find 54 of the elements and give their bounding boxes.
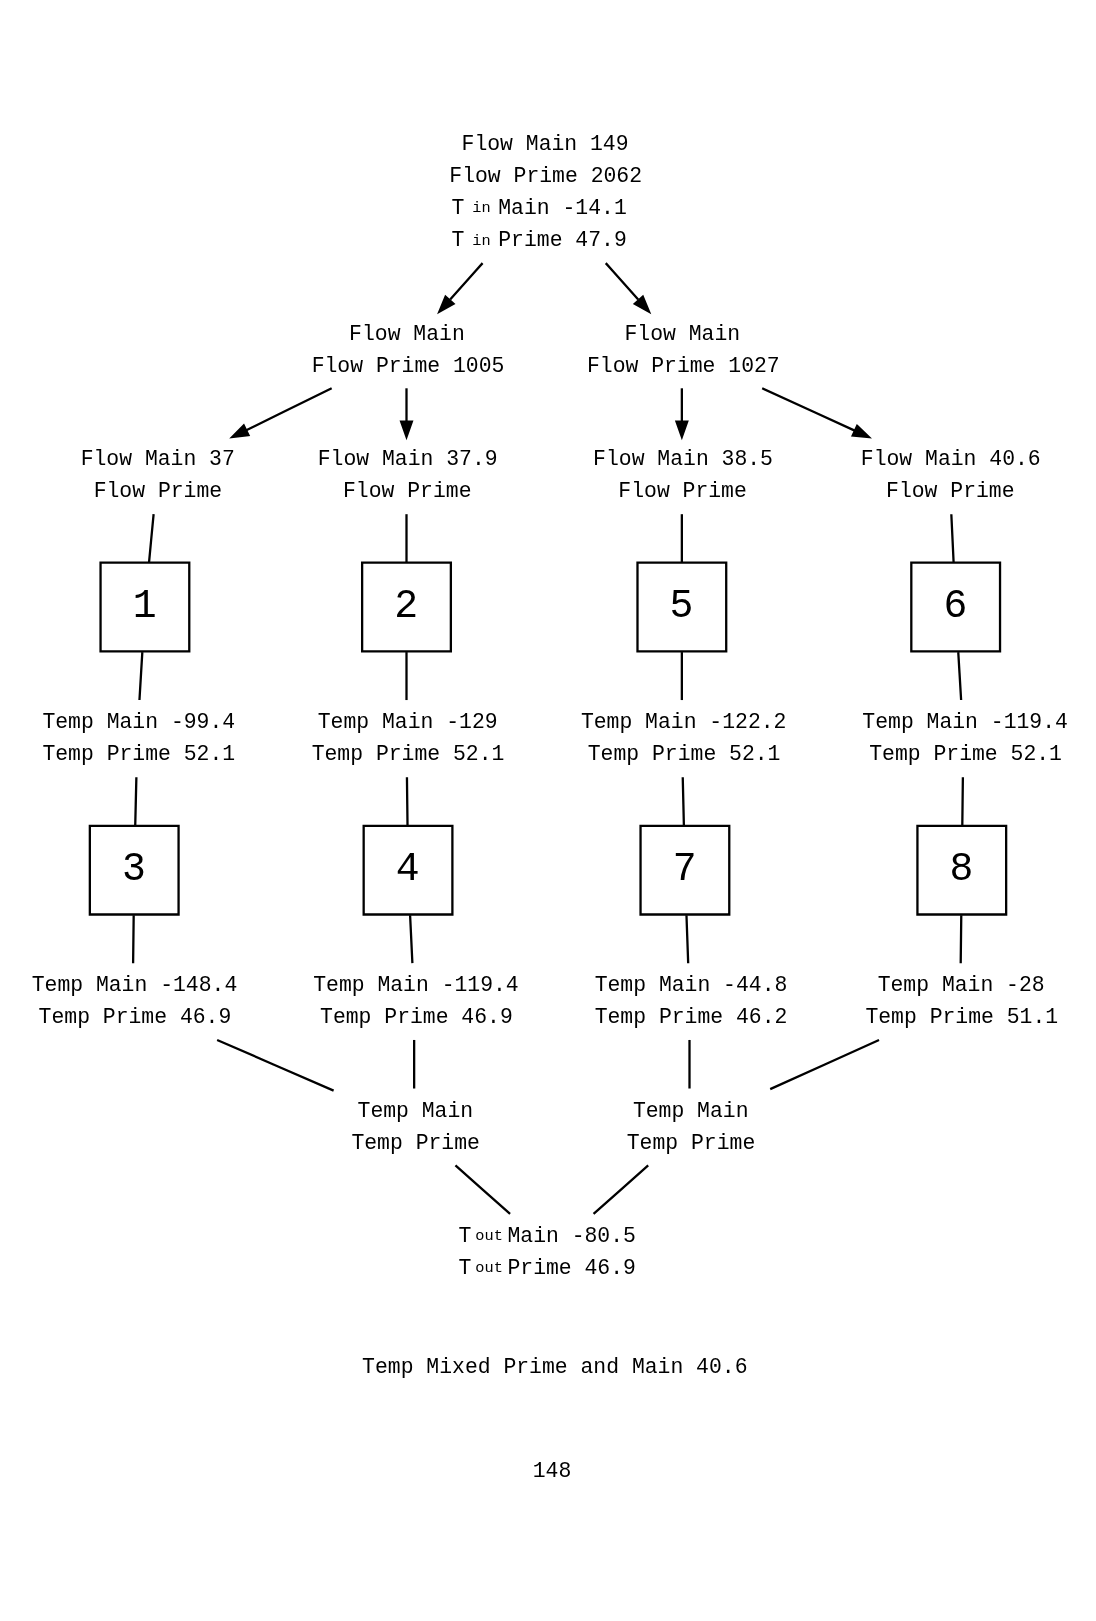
label: 148: [532, 1459, 572, 1484]
connector: [950, 514, 955, 563]
node-text: Temp Main -99.4 Temp Prime 52.1: [42, 710, 236, 767]
arrow: [604, 262, 652, 315]
connector: [961, 777, 965, 826]
connector: [216, 1038, 335, 1092]
node-text: Temp Main -119.4 Temp Prime 46.9: [313, 973, 519, 1030]
node-text: Temp Main -129 Temp Prime 52.1: [311, 710, 505, 767]
connector: [688, 1039, 691, 1089]
node-text: Flow Main Flow Prime 1005: [311, 321, 505, 378]
node-text: Temp Main -122.2 Temp Prime 52.1: [580, 710, 787, 767]
connector: [681, 777, 686, 826]
node-text: Temp Main Temp Prime: [351, 1098, 480, 1155]
connector: [138, 652, 144, 701]
node-text: Temp Main -119.4 Temp Prime 52.1: [862, 710, 1068, 767]
connector: [685, 915, 690, 964]
connector: [680, 514, 683, 563]
node-text: Flow Main 37 Flow Prime: [80, 447, 235, 504]
connector: [405, 777, 409, 826]
node-box: 7: [639, 824, 731, 916]
arrow: [229, 387, 333, 439]
connector: [454, 1164, 511, 1215]
node-text: Flow Main 40.6 Flow Prime: [860, 447, 1041, 504]
arrow: [437, 262, 484, 315]
node-box: 1: [99, 561, 191, 653]
node-box: 8: [916, 824, 1008, 916]
connector: [592, 1164, 649, 1215]
label: Temp Mixed Prime and Main 40.6: [362, 1354, 748, 1379]
connector: [147, 514, 155, 563]
connector: [957, 652, 963, 701]
connector: [413, 1039, 416, 1089]
arrow: [674, 388, 689, 441]
connector: [959, 915, 963, 964]
connector: [405, 652, 408, 701]
node-text: Temp Main -148.4 Temp Prime 46.9: [31, 973, 238, 1030]
node-box: 5: [636, 561, 728, 653]
node-text: Temp Main -28 Temp Prime 51.1: [865, 973, 1059, 1030]
arrow: [399, 388, 414, 441]
connector: [405, 514, 408, 563]
connector: [134, 777, 138, 826]
node-text: Flow Main 37.9 Flow Prime: [317, 447, 498, 504]
node-text: Temp Main -44.8 Temp Prime 46.2: [594, 973, 788, 1030]
node-text: Flow Main Flow Prime 1027: [587, 321, 780, 378]
connector: [769, 1038, 880, 1091]
connector: [680, 652, 683, 701]
node-box: 4: [362, 824, 454, 916]
node-box: 3: [88, 824, 180, 916]
arrow: [761, 387, 872, 439]
node-text: Temp Main Temp Prime: [626, 1098, 756, 1155]
node-box: 2: [361, 561, 452, 653]
node-box: 6: [910, 561, 1002, 653]
connector: [408, 915, 414, 964]
connector: [131, 915, 135, 964]
node-text: Flow Main 38.5 Flow Prime: [593, 447, 773, 504]
